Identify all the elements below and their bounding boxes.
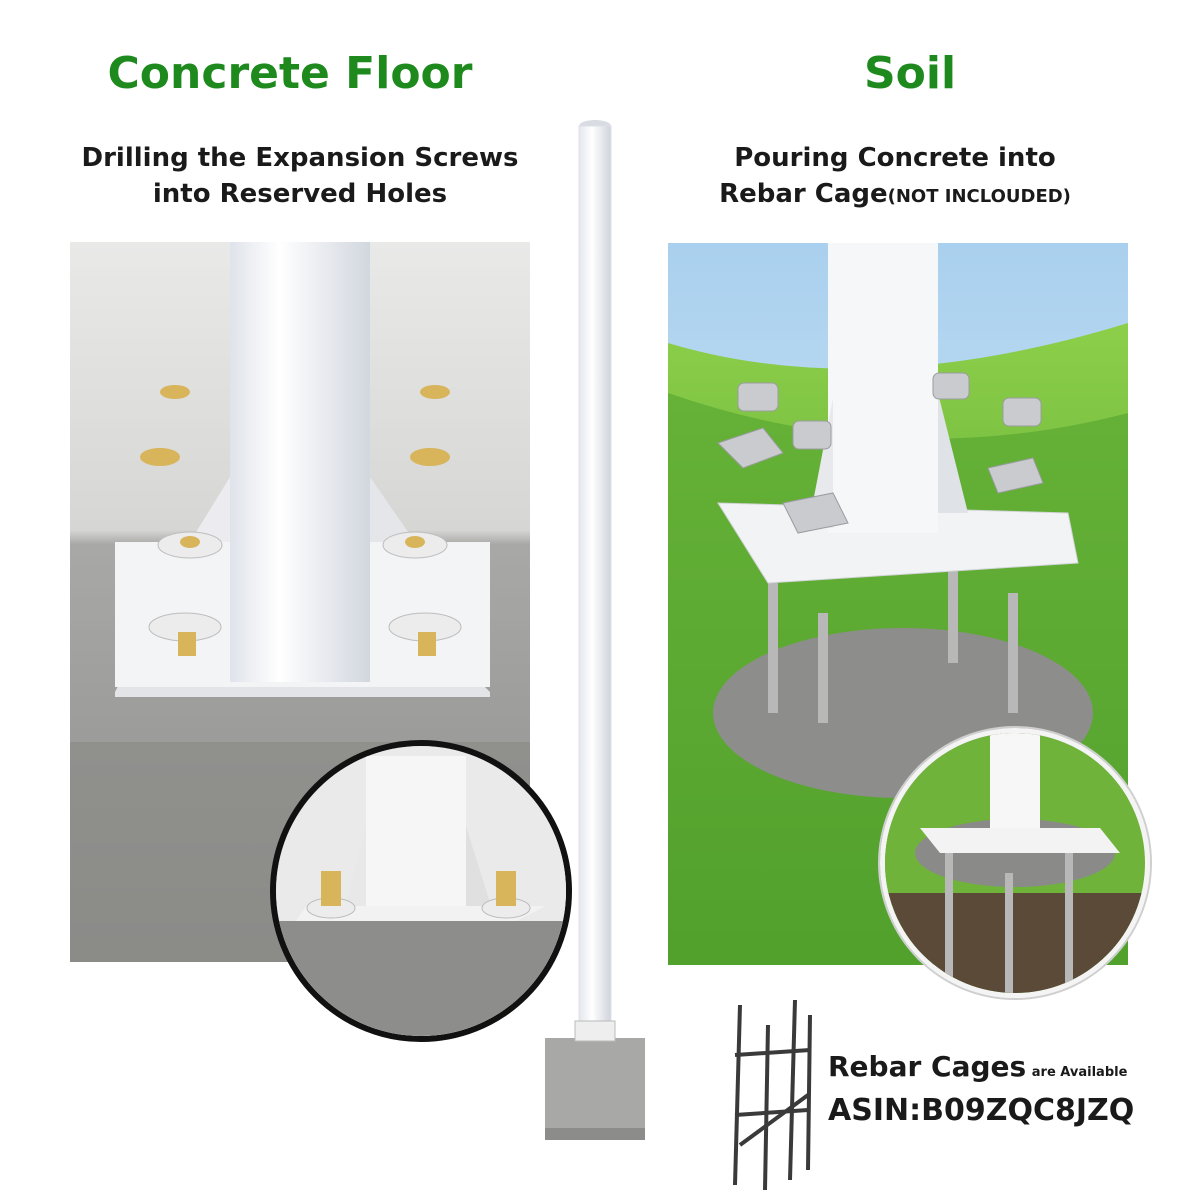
pole-closeup <box>230 242 370 682</box>
asin-label: ASIN:B09ZQC8JZQ <box>828 1093 1135 1128</box>
concrete-subtitle-line1: Drilling the Expansion Screws <box>81 143 519 173</box>
left-gusset <box>190 477 230 542</box>
full-pole-with-block <box>540 118 650 1198</box>
concrete-floor-subtitle: Drilling the Expansion Screws into Reser… <box>40 140 560 212</box>
soil-subtitle-line1: Pouring Concrete into <box>734 143 1056 173</box>
soil-closeup-circle <box>880 728 1150 998</box>
concrete-closeup-circle <box>270 740 572 1042</box>
concrete-floor-title: Concrete Floor <box>107 48 473 99</box>
rebar-cage-icon <box>720 995 820 1195</box>
concrete-subtitle-line2: into Reserved Holes <box>152 179 448 209</box>
rebar-cage-suffix: are Available <box>1031 1065 1128 1080</box>
soil-subtitle-line2-text: Rebar Cage <box>719 179 888 209</box>
rebar-cage-label: Rebar Cages <box>828 1050 1027 1083</box>
soil-title: Soil <box>863 48 957 99</box>
right-gusset <box>370 477 415 542</box>
rebar-cage-caption: Rebar Cages are Available <box>828 1050 1127 1083</box>
soil-subtitle: Pouring Concrete into Rebar Cage(NOT INC… <box>650 140 1140 215</box>
soil-subtitle-note: (NOT INCLOUDED) <box>887 186 1071 207</box>
soil-subtitle-line2: Rebar Cage(NOT INCLOUDED) <box>650 176 1140 215</box>
